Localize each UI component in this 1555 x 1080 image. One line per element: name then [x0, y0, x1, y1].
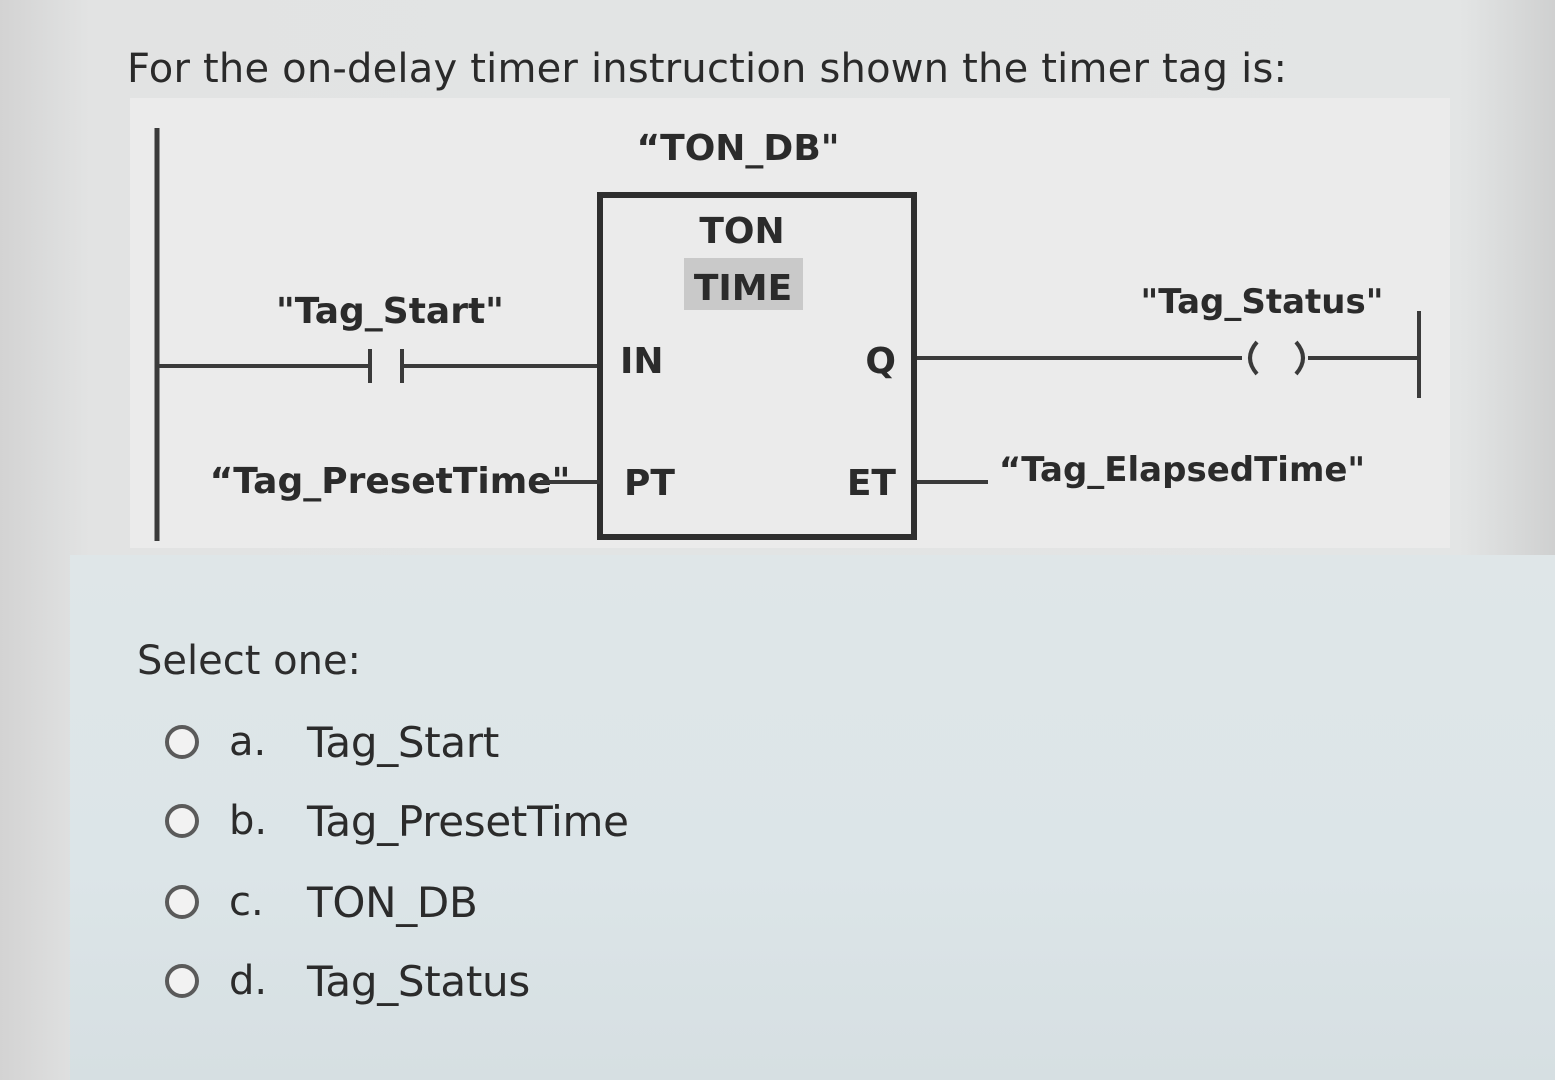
option-d[interactable]: d. Tag_Status: [165, 953, 530, 1009]
pin-et-label: ET: [847, 463, 897, 504]
coil-icon: [1248, 340, 1305, 376]
coil-tag-label: "Tag_Status": [1141, 282, 1384, 322]
answer-panel-background: [70, 555, 1555, 1080]
option-a[interactable]: a. Tag_Start: [165, 714, 499, 770]
preset-time-tag-label: “Tag_PresetTime": [210, 461, 571, 502]
instance-db-label: “TON_DB": [636, 128, 839, 169]
radio-button-c[interactable]: [165, 885, 199, 919]
select-one-label: Select one:: [137, 638, 362, 684]
block-type-label: TON: [699, 211, 784, 252]
radio-button-d[interactable]: [165, 964, 199, 998]
ton-timer-block: [597, 192, 917, 540]
ladder-diagram: "Tag_Start" “TON_DB" TON TIME IN PT Q ET…: [130, 98, 1450, 548]
elapsed-time-tag-label: “Tag_ElapsedTime": [999, 450, 1365, 490]
contact-tag-label: "Tag_Start": [276, 291, 504, 332]
option-letter: b.: [229, 798, 268, 844]
question-text: For the on-delay timer instruction shown…: [127, 46, 1288, 92]
option-text[interactable]: Tag_Start: [307, 717, 500, 767]
option-letter: a.: [229, 719, 267, 765]
option-text[interactable]: TON_DB: [307, 877, 478, 927]
normally-open-contact-icon: [368, 349, 404, 383]
option-c[interactable]: c. TON_DB: [165, 874, 478, 930]
pin-q-label: Q: [865, 341, 896, 382]
pin-pt-label: PT: [624, 463, 675, 504]
ladder-diagram-svg: "Tag_Start" “TON_DB" TON TIME IN PT Q ET…: [154, 128, 1421, 541]
radio-button-a[interactable]: [165, 725, 199, 759]
radio-button-b[interactable]: [165, 804, 199, 838]
option-letter: d.: [229, 958, 268, 1004]
option-text[interactable]: Tag_Status: [307, 956, 530, 1006]
option-text[interactable]: Tag_PresetTime: [307, 796, 629, 846]
option-b[interactable]: b. Tag_PresetTime: [165, 793, 629, 849]
datatype-highlight: [684, 258, 803, 310]
pin-in-label: IN: [620, 341, 664, 382]
option-letter: c.: [229, 879, 264, 925]
block-datatype-label: TIME: [694, 268, 792, 309]
